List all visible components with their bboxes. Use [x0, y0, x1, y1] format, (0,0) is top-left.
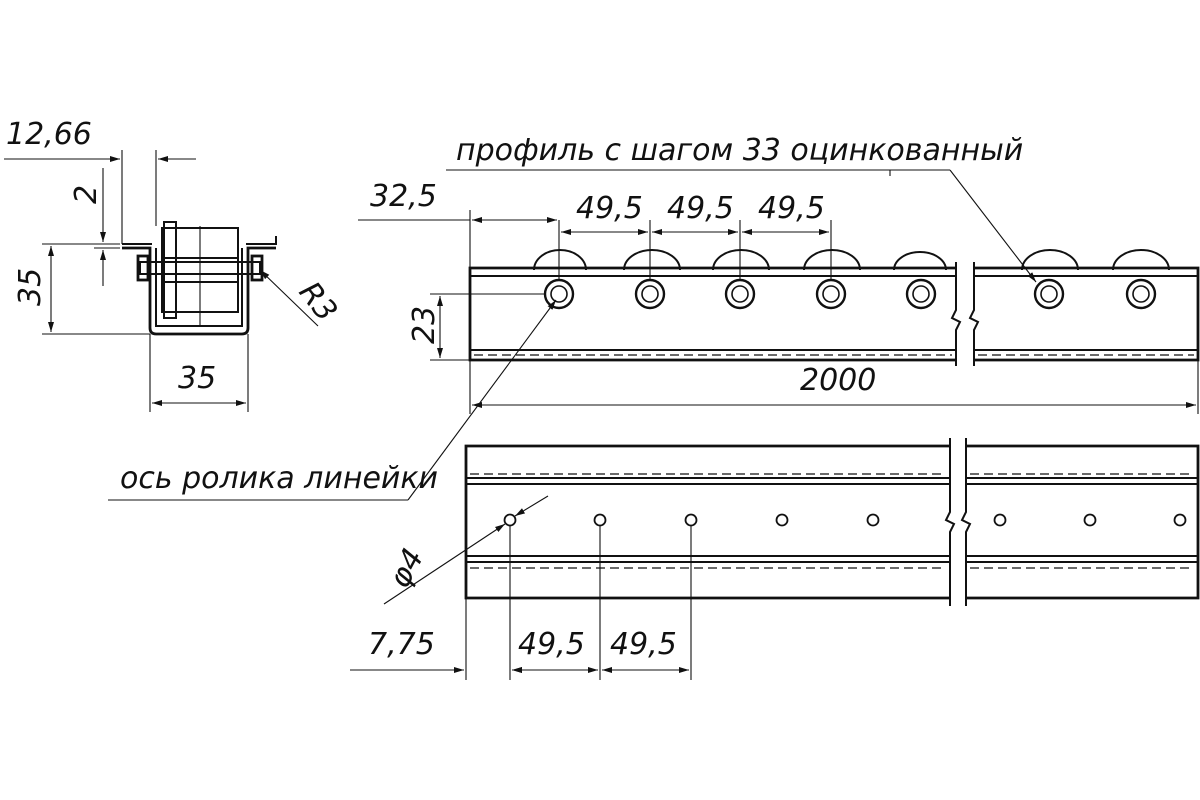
- top-view: φ4 7,75 49,5 49,5: [350, 438, 1200, 680]
- mount-hole: [503, 513, 517, 527]
- roller-axle: [139, 261, 261, 275]
- dim-first-pitch: 32,5: [370, 179, 437, 214]
- dim-hole-dia: φ4: [382, 543, 431, 594]
- mount-hole: [684, 513, 698, 527]
- front-view: 32,5 49,5 49,5 49,5 23 2000: [358, 179, 1200, 414]
- roller-hole: [905, 278, 937, 310]
- channel-profile: [122, 246, 276, 336]
- roller-hole: [543, 278, 575, 310]
- dim-pitch: 49,5: [576, 191, 643, 226]
- mount-hole: [593, 513, 607, 527]
- mount-hole: [993, 513, 1007, 527]
- mount-hole: [775, 513, 789, 527]
- dim-flange-width: 12,66: [6, 117, 92, 152]
- dim-pitch: 49,5: [518, 627, 585, 662]
- roller-hole: [1033, 278, 1065, 310]
- roller-axis-note: ось ролика линейки: [120, 461, 438, 496]
- dim-length: 2000: [800, 363, 876, 398]
- roller-hole: [1125, 278, 1157, 310]
- dim-pitch: 49,5: [610, 627, 677, 662]
- profile-note-leader: профиль с шагом 33 оцинкованный: [446, 133, 1037, 283]
- mount-hole: [866, 513, 880, 527]
- dim-radius: R3: [292, 275, 344, 328]
- dim-width: 35: [178, 361, 216, 396]
- dim-first-offset: 7,75: [368, 627, 435, 662]
- rail-top-left: [464, 444, 950, 600]
- profile-note: профиль с шагом 33 оцинкованный: [456, 133, 1023, 168]
- rail-front-left: [468, 266, 956, 362]
- roller-hole: [815, 278, 847, 310]
- section-view: 12,66 2 35 35 R3: [4, 117, 344, 412]
- roller-hole: [634, 278, 666, 310]
- roller-hole: [724, 278, 756, 310]
- mount-hole: [1083, 513, 1097, 527]
- mount-hole: [1173, 513, 1187, 527]
- roller-axis-note-leader: ось ролика линейки: [108, 299, 557, 501]
- rail-top-right: [966, 444, 1200, 600]
- dim-flange-thickness: 2: [69, 185, 104, 204]
- dim-pitch: 49,5: [667, 191, 734, 226]
- dim-height: 35: [13, 268, 48, 306]
- dim-axis-height: 23: [407, 306, 442, 344]
- dim-pitch: 49,5: [758, 191, 825, 226]
- rail-front-right: [974, 266, 1200, 362]
